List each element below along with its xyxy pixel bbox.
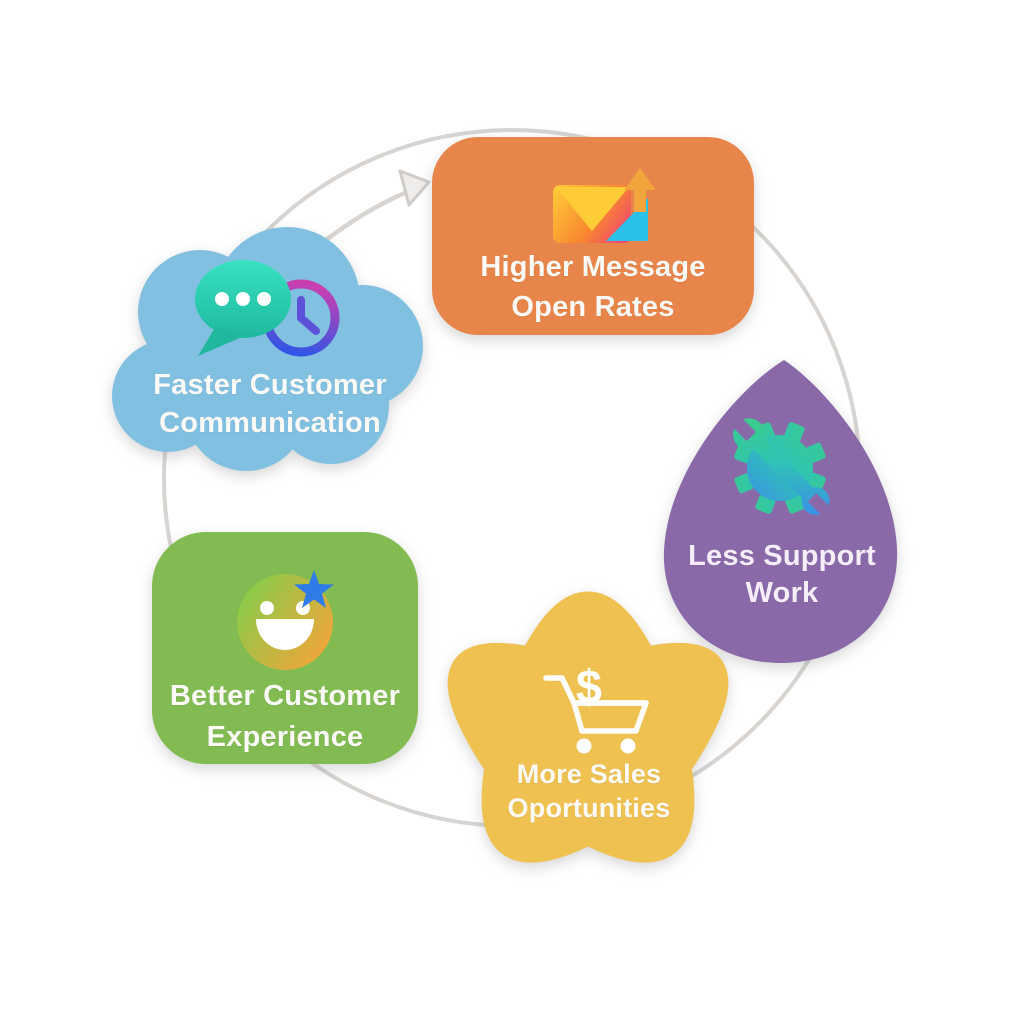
node-label-more-sales-oportunities: More Sales Oportunities: [507, 759, 671, 823]
gear-wrench-icon: [726, 412, 834, 519]
envelope-up-arrow-icon: [553, 168, 656, 243]
node-higher-message-open-rates: [432, 137, 754, 335]
star-icon: [294, 570, 334, 608]
cycle-arrowhead-icon: [398, 169, 431, 207]
node-better-customer-experience: [152, 532, 418, 764]
teardrop-shape: [663, 360, 898, 663]
chat-clock-icon: [195, 260, 340, 357]
smiley-star-icon: [237, 570, 334, 670]
dollar-glyph: $: [576, 660, 602, 713]
node-label-higher-message-open-rates: Higher Message Open Rates: [480, 251, 706, 323]
cart-dollar-icon: $: [543, 660, 649, 754]
node-label-less-support-work: Less Support Work: [688, 540, 876, 609]
node-more-sales-oportunities: $: [447, 591, 729, 863]
node-label-better-customer-experience: Better Customer Experience: [169, 680, 401, 753]
node-label-faster-customer-communication: Faster Customer Communication: [153, 369, 387, 439]
node-faster-customer-communication: [112, 227, 423, 471]
node-less-support-work: [663, 360, 898, 663]
flower-star-shape: [447, 591, 729, 863]
